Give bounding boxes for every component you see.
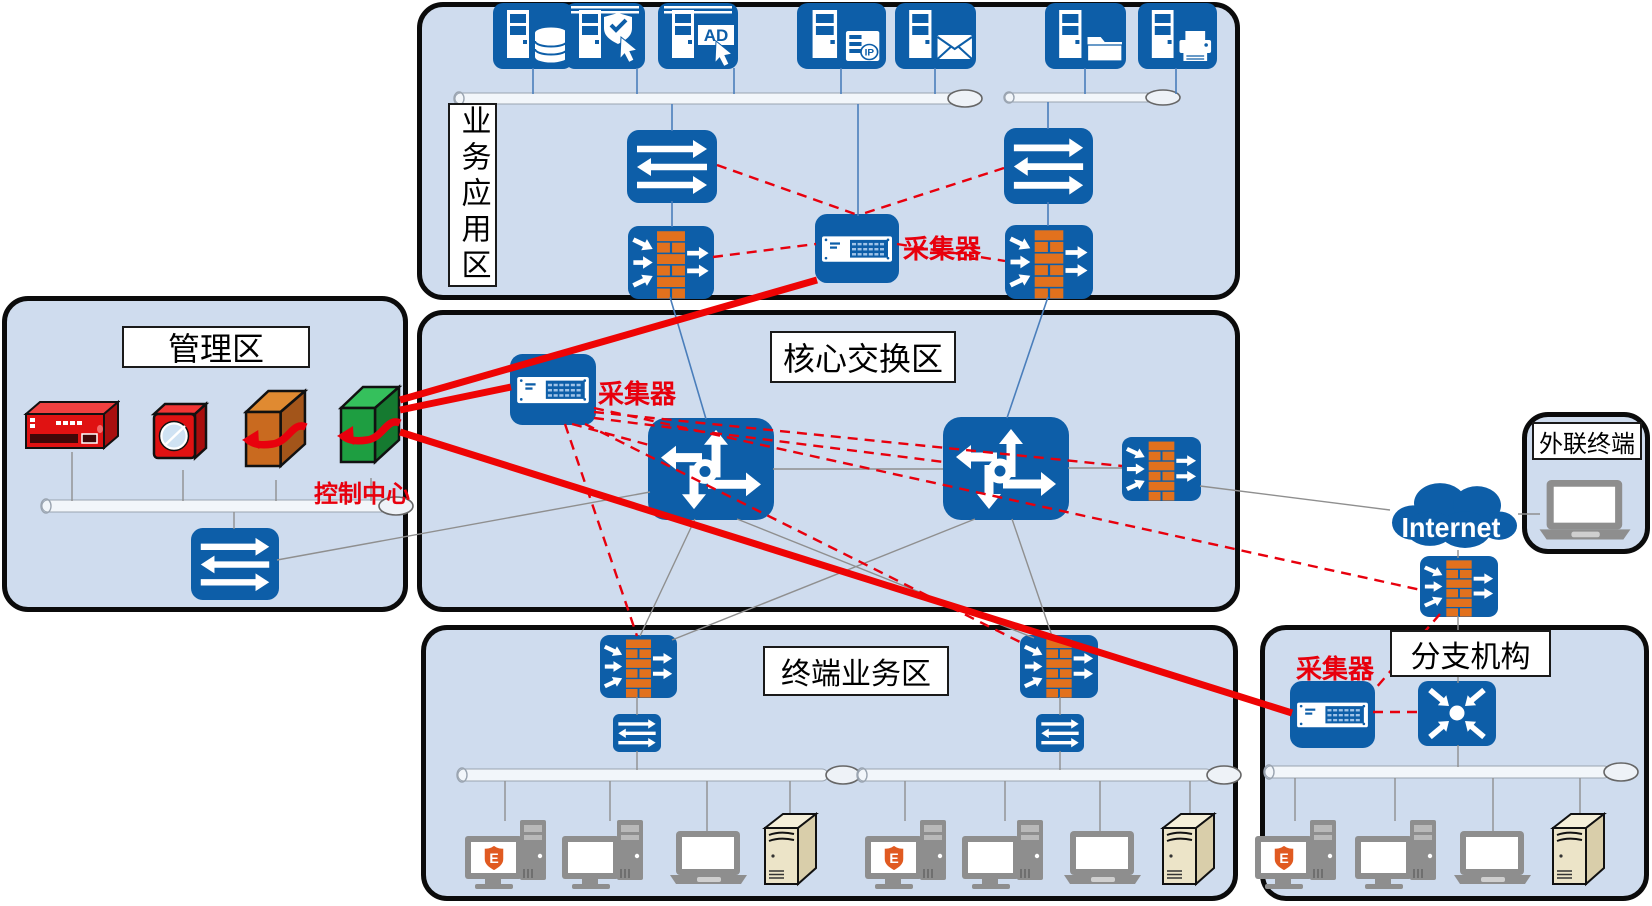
database-server-icon bbox=[493, 3, 573, 69]
zone-label-management: 管理区 bbox=[122, 326, 310, 368]
terminal-server-1-icon bbox=[762, 811, 819, 887]
external-laptop-icon bbox=[1539, 480, 1631, 540]
app-firewall-2-icon bbox=[1005, 225, 1093, 299]
mgmt-server-icon bbox=[242, 388, 309, 469]
zone-label-business-app: 业务应用区 bbox=[448, 103, 497, 287]
zone-label-external-terminal: 外联终端 bbox=[1532, 422, 1642, 460]
branch-pc-av-icon: E bbox=[1255, 820, 1336, 889]
file-server-icon bbox=[1045, 3, 1126, 69]
terminal-pc-av-2-icon: E bbox=[865, 820, 946, 889]
internet-cloud-icon: Internet bbox=[1392, 483, 1517, 548]
terminal-laptop-1-icon bbox=[670, 831, 747, 884]
app-switch-2-icon bbox=[1004, 128, 1093, 204]
svg-text:Internet: Internet bbox=[1402, 512, 1501, 543]
terminal-server-2-icon bbox=[1160, 811, 1217, 887]
core-switch-1-icon bbox=[648, 418, 774, 520]
branch-collector-icon bbox=[1290, 681, 1375, 748]
core-switch-2-icon bbox=[943, 417, 1069, 520]
terminal-firewall-2-icon bbox=[1020, 635, 1098, 698]
core-firewall-icon bbox=[1122, 437, 1201, 501]
security-server-icon bbox=[565, 3, 645, 69]
terminal-pc-2-icon bbox=[962, 820, 1043, 889]
terminal-switch-1-icon bbox=[613, 714, 661, 752]
terminal-pc-1-icon bbox=[562, 820, 643, 889]
app-switch-1-icon bbox=[627, 130, 717, 203]
branch-laptop-icon bbox=[1454, 831, 1531, 884]
svg-text:E: E bbox=[889, 850, 898, 866]
svg-text:E: E bbox=[1279, 850, 1288, 866]
terminal-firewall-1-icon bbox=[600, 635, 677, 698]
control-center-icon bbox=[337, 384, 403, 465]
annotation-collector-app-label: 采集器 bbox=[903, 235, 982, 264]
svg-text:IP: IP bbox=[865, 48, 875, 58]
branch-hub-icon bbox=[1418, 681, 1496, 746]
annotation-collector-branch-label: 采集器 bbox=[1296, 655, 1375, 684]
print-server-icon bbox=[1138, 3, 1217, 69]
core-collector-icon bbox=[510, 354, 596, 425]
zone-label-terminal-business: 终端业务区 bbox=[763, 646, 949, 696]
ad-server-icon: AD bbox=[658, 3, 738, 69]
svg-text:AD: AD bbox=[704, 26, 729, 45]
zone-label-core-switching: 核心交换区 bbox=[770, 331, 956, 383]
ip-server-icon: IP bbox=[797, 3, 886, 69]
zone-label-branch-office: 分支机构 bbox=[1390, 630, 1551, 677]
branch-pc-icon bbox=[1355, 820, 1436, 889]
mgmt-audit-appliance-icon bbox=[150, 401, 210, 461]
internet-firewall-icon bbox=[1420, 556, 1498, 617]
terminal-switch-2-icon bbox=[1036, 714, 1084, 752]
annotation-collector-core-label: 采集器 bbox=[598, 380, 677, 409]
mgmt-switch-icon bbox=[191, 528, 279, 600]
svg-text:E: E bbox=[489, 850, 498, 866]
terminal-pc-av-1-icon: E bbox=[465, 820, 546, 889]
mail-server-icon bbox=[895, 3, 976, 69]
app-firewall-1-icon bbox=[628, 226, 714, 299]
terminal-laptop-2-icon bbox=[1064, 831, 1141, 884]
app-collector-icon bbox=[815, 214, 899, 283]
branch-server-icon bbox=[1550, 811, 1607, 887]
mgmt-ids-appliance-icon bbox=[23, 399, 120, 451]
annotation-control-center-label: 控制中心 bbox=[314, 482, 410, 508]
